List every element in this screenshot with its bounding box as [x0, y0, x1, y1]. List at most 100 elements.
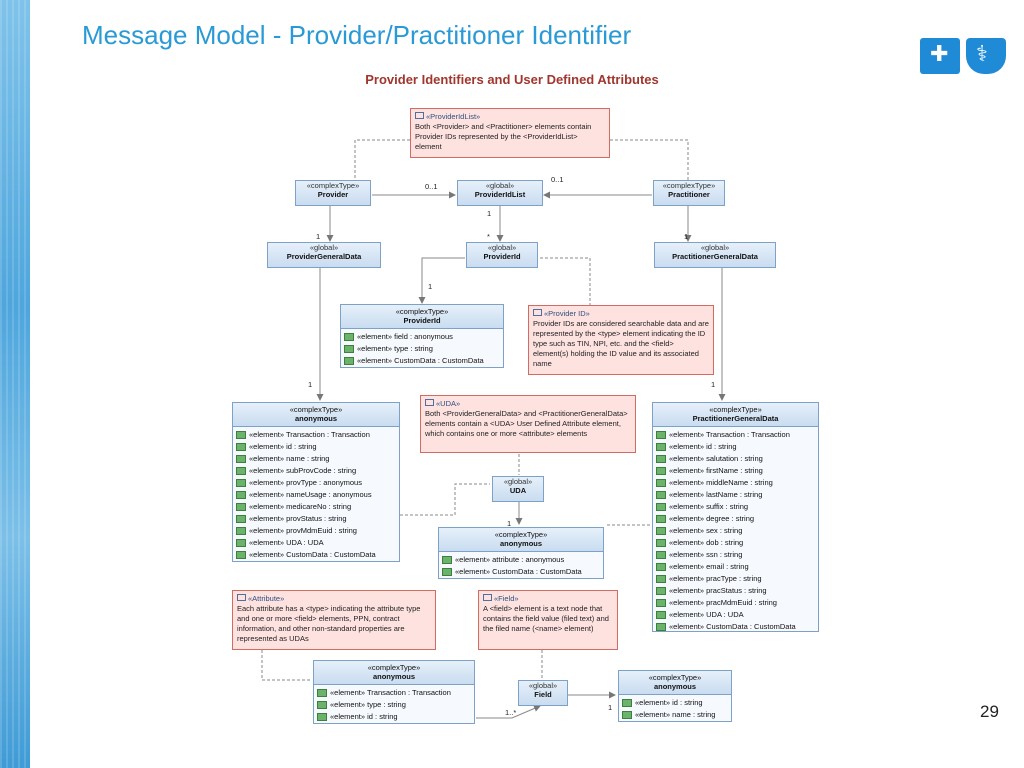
stereotype: «complexType» [395, 307, 449, 316]
class-name: ProviderId [403, 316, 441, 325]
note-link-line [540, 257, 591, 305]
provider-box: «complexType» Provider [295, 180, 371, 206]
note-field: «Field» A <field> element is a text node… [478, 590, 618, 650]
box-name: ProviderIdList [474, 190, 526, 199]
note-header: «ProviderIdList» [415, 112, 605, 122]
note-text: Provider IDs are considered searchable d… [533, 319, 709, 368]
multiplicity-label: 1 [711, 380, 716, 389]
element-row: «element» Transaction : Transaction [236, 429, 396, 441]
providergeneraldata-box: «global» ProviderGeneralData [267, 242, 381, 268]
element-row: «element» lastName : string [656, 489, 815, 501]
note-link-line [354, 139, 410, 180]
cross-logo-icon: ✚ [920, 38, 960, 74]
element-row: «element» suffix : string [656, 501, 815, 513]
element-row: «element» field : anonymous [344, 331, 500, 343]
element-row: «element» salutation : string [656, 453, 815, 465]
note-text: A <field> element is a text node that co… [483, 604, 609, 633]
note-header: «Field» [483, 594, 613, 604]
field-anonymous-class: «complexType»anonymous «element» id : st… [618, 670, 732, 722]
note-text: Both <Provider> and <Practitioner> eleme… [415, 122, 592, 151]
uda-box: «global» UDA [492, 476, 544, 502]
multiplicity-label: * [487, 232, 490, 241]
element-row: «element» ssn : string [656, 549, 815, 561]
stereotype: «complexType» [306, 181, 360, 190]
note-providerid: «Provider ID» Provider IDs are considere… [528, 305, 714, 375]
field-box: «global» Field [518, 680, 568, 706]
practitionergeneraldata-box: «global» PractitionerGeneralData [654, 242, 776, 268]
element-row: «element» CustomData : CustomData [656, 621, 815, 633]
element-row: «element» CustomData : CustomData [344, 355, 500, 367]
element-row: «element» id : string [656, 441, 815, 453]
element-row: «element» name : string [236, 453, 396, 465]
element-row: «element» name : string [622, 709, 728, 721]
element-row: «element» firstName : string [656, 465, 815, 477]
element-row: «element» email : string [656, 561, 815, 573]
element-row: «element» type : string [317, 699, 471, 711]
element-row: «element» id : string [622, 697, 728, 709]
class-name: anonymous [372, 672, 416, 681]
providerid-class: «complexType»ProviderId «element» field … [340, 304, 504, 368]
stereotype: «complexType» [494, 530, 548, 539]
element-row: «element» medicareNo : string [236, 501, 396, 513]
element-row: «element» Transaction : Transaction [317, 687, 471, 699]
box-name: PractitionerGeneralData [672, 252, 758, 261]
note-uda: «UDA» Both <ProviderGeneralData> and <Pr… [420, 395, 636, 453]
slide-title: Message Model - Provider/Practitioner Id… [82, 20, 632, 50]
page-number: 29 [980, 702, 999, 721]
element-row: «element» id : string [317, 711, 471, 723]
stereotype: «complexType» [648, 673, 702, 682]
stereotype: «global» [309, 243, 339, 252]
multiplicity-label: 1 [308, 380, 313, 389]
multiplicity-label: 1 [684, 232, 689, 241]
multiplicity-label: 0..1 [425, 182, 438, 191]
stereotype: «complexType» [289, 405, 343, 414]
practitionergeneraldata-class: «complexType»PractitionerGeneralData «el… [652, 402, 819, 632]
provider-anonymous-class: «complexType»anonymous «element» Transac… [232, 402, 400, 562]
multiplicity-label: 1 [316, 232, 321, 241]
attribute-anonymous-class: «complexType»anonymous «element» Transac… [313, 660, 475, 724]
shield-logo-icon: ⚕ [966, 38, 1006, 74]
multiplicity-label: 1..* [505, 708, 517, 717]
element-row: «element» UDA : UDA [656, 609, 815, 621]
note-text: Each attribute has a <type> indicating t… [237, 604, 421, 643]
note-header: «UDA» [425, 399, 631, 409]
uda-anonymous-class: «complexType»anonymous «element» attribu… [438, 527, 604, 579]
element-row: «element» degree : string [656, 513, 815, 525]
element-row: «element» attribute : anonymous [442, 554, 600, 566]
note-attribute: «Attribute» Each attribute has a <type> … [232, 590, 436, 650]
class-name: anonymous [653, 682, 697, 691]
element-row: «element» provMdmEuid : string [236, 525, 396, 537]
element-row: «element» pracMdmEuid : string [656, 597, 815, 609]
element-row: «element» Transaction : Transaction [656, 429, 815, 441]
element-row: «element» pracType : string [656, 573, 815, 585]
stereotype: «global» [503, 477, 533, 486]
stereotype: «global» [485, 181, 515, 190]
element-row: «element» sex : string [656, 525, 815, 537]
element-row: «element» pracStatus : string [656, 585, 815, 597]
decorative-sidebar [0, 0, 30, 768]
element-row: «element» provStatus : string [236, 513, 396, 525]
stereotype: «complexType» [367, 663, 421, 672]
stereotype: «complexType» [662, 181, 716, 190]
multiplicity-label: 1 [487, 209, 492, 218]
note-text: Both <ProviderGeneralData> and <Practiti… [425, 409, 628, 438]
element-row: «element» type : string [344, 343, 500, 355]
multiplicity-label: 1 [507, 519, 512, 528]
element-row: «element» id : string [236, 441, 396, 453]
note-header: «Provider ID» [533, 309, 709, 319]
element-row: «element» nameUsage : anonymous [236, 489, 396, 501]
diagram-title: Provider Identifiers and User Defined At… [365, 72, 659, 87]
multiplicity-label: 0..1 [551, 175, 564, 184]
note-link-line [610, 139, 689, 180]
box-name: Provider [317, 190, 349, 199]
element-row: «element» CustomData : CustomData [442, 566, 600, 578]
stereotype: «global» [528, 681, 558, 690]
box-name: Field [534, 690, 552, 699]
providerid-box: «global» ProviderId [466, 242, 538, 268]
note-provideridlist: «ProviderIdList» Both <Provider> and <Pr… [410, 108, 610, 158]
box-name: ProviderGeneralData [286, 252, 362, 261]
box-name: ProviderId [483, 252, 521, 261]
box-name: Practitioner [668, 190, 710, 199]
note-link-line [261, 650, 312, 681]
